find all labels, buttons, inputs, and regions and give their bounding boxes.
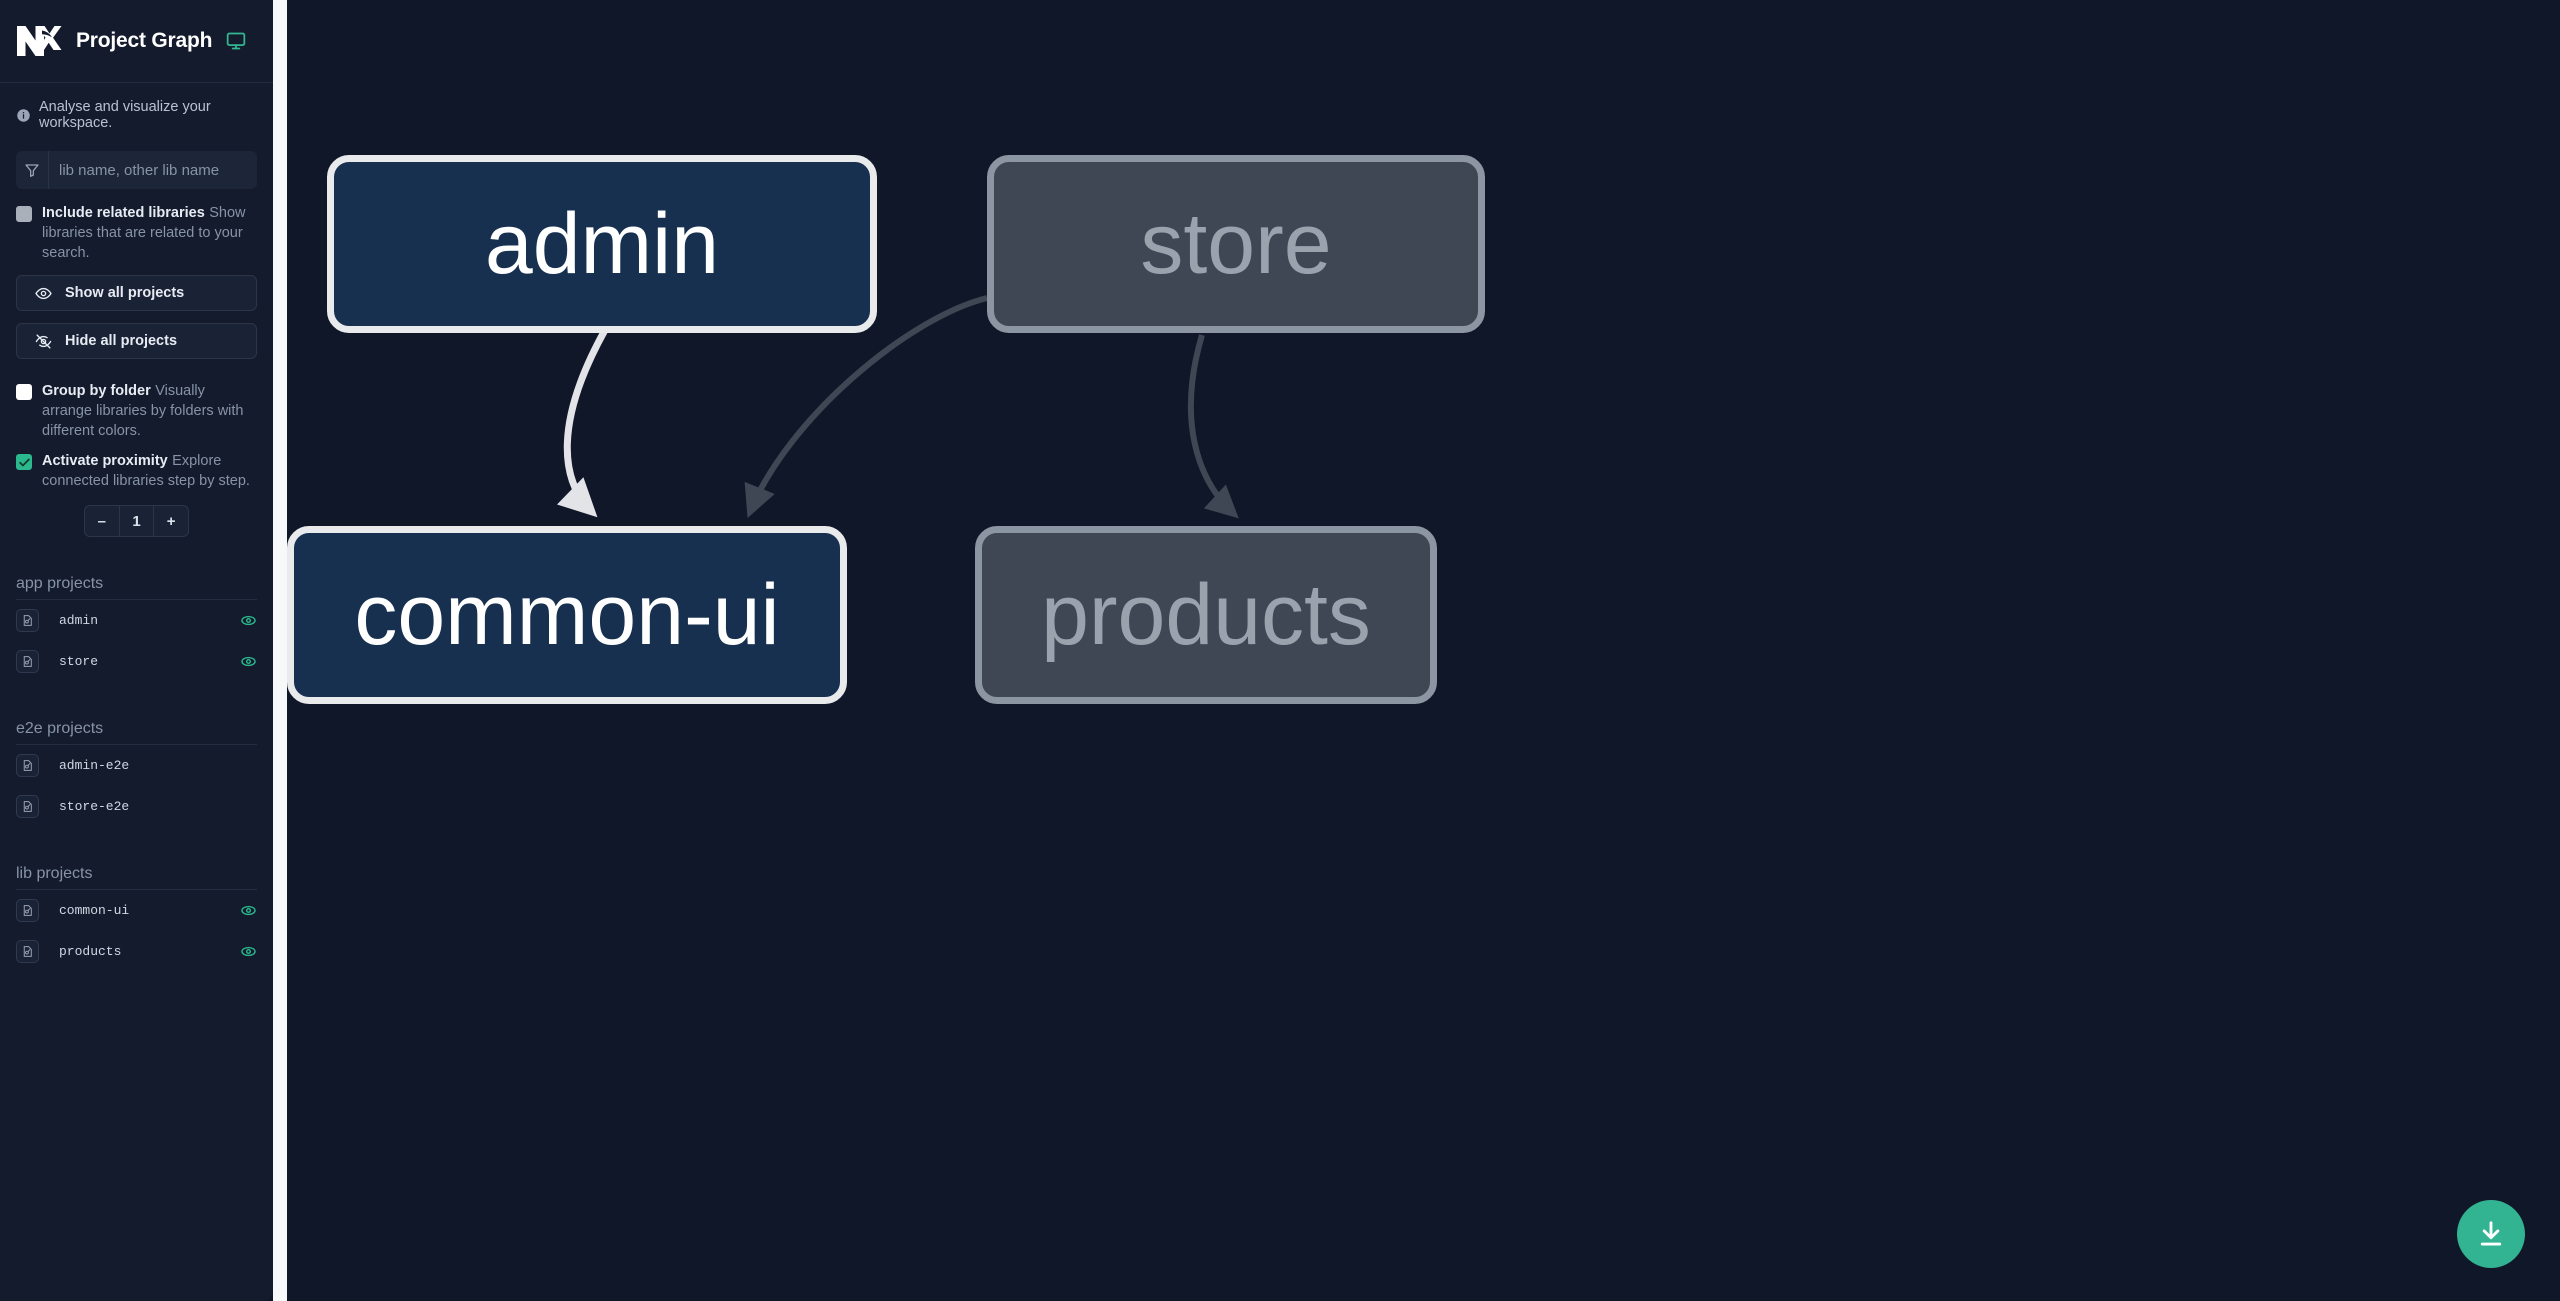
group-heading-lib-projects: lib projects <box>16 855 257 890</box>
graph-node-label: common-ui <box>354 567 780 663</box>
group-heading-e2e-projects: e2e projects <box>16 710 257 745</box>
graph-node-label: store <box>1140 196 1332 292</box>
proximity-decrement-button[interactable]: – <box>97 512 106 530</box>
show-all-projects-label: Show all projects <box>65 285 185 301</box>
project-file-icon[interactable] <box>16 650 39 673</box>
graph-node-admin[interactable]: admin <box>327 155 877 333</box>
spacer <box>0 537 273 565</box>
option-activate-proximity[interactable]: Activate proximity Explore connected lib… <box>0 441 273 491</box>
option-title: Group by folder <box>42 383 151 399</box>
sidebar-header: Project Graph <box>0 0 273 83</box>
graph-node-products[interactable]: products <box>975 526 1437 704</box>
option-title: Include related libraries <box>42 205 205 221</box>
spacer <box>0 827 273 855</box>
eye-off-icon <box>35 333 52 349</box>
project-row-products[interactable]: products <box>16 931 257 972</box>
project-file-icon[interactable] <box>16 609 39 632</box>
filter-funnel-icon <box>16 151 49 189</box>
download-icon <box>2480 1221 2502 1246</box>
option-title: Activate proximity <box>42 453 168 469</box>
project-file-icon[interactable] <box>16 754 39 777</box>
sidebar-resize-divider[interactable] <box>273 0 287 1301</box>
checkbox-include-related-libraries[interactable] <box>16 206 32 222</box>
info-icon <box>16 108 31 123</box>
eye-visible-icon[interactable] <box>240 612 257 629</box>
project-file-icon[interactable] <box>16 899 39 922</box>
proximity-value: 1 <box>118 506 155 536</box>
proximity-increment-button[interactable]: + <box>166 512 176 530</box>
nx-logo <box>16 22 62 60</box>
proximity-stepper[interactable]: – 1 + <box>84 505 189 537</box>
option-description: Visually arrange libraries by folders wi… <box>42 383 244 439</box>
spacer <box>0 682 273 710</box>
option-group-by-folder[interactable]: Group by folder Visually arrange librari… <box>0 359 273 441</box>
eye-visible-icon[interactable] <box>240 653 257 670</box>
project-row-common-ui[interactable]: common-ui <box>16 890 257 931</box>
sidebar: Project Graph Analyse and visualize your… <box>0 0 273 1301</box>
project-row-store-e2e[interactable]: store-e2e <box>16 786 257 827</box>
checkbox-group-by-folder[interactable] <box>16 384 32 400</box>
graph-node-label: products <box>1041 567 1371 663</box>
sidebar-tagline: Analyse and visualize your workspace. <box>0 83 273 139</box>
project-row-admin[interactable]: admin <box>16 600 257 641</box>
search-field-wrapper[interactable] <box>16 151 257 189</box>
checkbox-activate-proximity[interactable] <box>16 454 32 470</box>
page-title: Project Graph <box>76 29 213 52</box>
project-file-icon[interactable] <box>16 795 39 818</box>
graph-node-common-ui[interactable]: common-ui <box>287 526 847 704</box>
project-row-admin-e2e[interactable]: admin-e2e <box>16 745 257 786</box>
hide-all-projects-label: Hide all projects <box>65 333 178 349</box>
group-heading-app-projects: app projects <box>16 565 257 600</box>
project-name: products <box>59 944 122 959</box>
project-name: store <box>59 654 99 669</box>
option-description: Show libraries that are related to your … <box>42 205 246 261</box>
eye-icon <box>35 287 52 299</box>
tagline-text: Analyse and visualize your workspace. <box>39 99 211 131</box>
graph-node-label: admin <box>484 196 720 292</box>
graph-node-store[interactable]: store <box>987 155 1485 333</box>
option-include-related-libraries[interactable]: Include related libraries Show libraries… <box>0 189 273 263</box>
project-name: admin <box>59 613 99 628</box>
search-input[interactable] <box>49 151 257 189</box>
show-all-projects-button[interactable]: Show all projects <box>16 275 257 311</box>
download-graph-button[interactable] <box>2457 1200 2525 1268</box>
edge-store-to-common-ui[interactable] <box>744 295 988 519</box>
graph-canvas[interactable]: admin store common-ui products <box>287 0 2560 1301</box>
project-name: common-ui <box>59 903 130 918</box>
graph-edges <box>557 295 1239 519</box>
project-name: admin-e2e <box>59 758 130 773</box>
monitor-icon[interactable] <box>226 31 246 51</box>
eye-visible-icon[interactable] <box>240 943 257 960</box>
hide-all-projects-button[interactable]: Hide all projects <box>16 323 257 359</box>
edge-admin-to-common-ui[interactable] <box>557 328 609 518</box>
project-file-icon[interactable] <box>16 940 39 963</box>
option-description: Explore connected libraries step by step… <box>42 453 250 489</box>
project-row-store[interactable]: store <box>16 641 257 682</box>
eye-visible-icon[interactable] <box>240 902 257 919</box>
edge-store-to-products[interactable] <box>1187 334 1239 519</box>
project-name: store-e2e <box>59 799 130 814</box>
